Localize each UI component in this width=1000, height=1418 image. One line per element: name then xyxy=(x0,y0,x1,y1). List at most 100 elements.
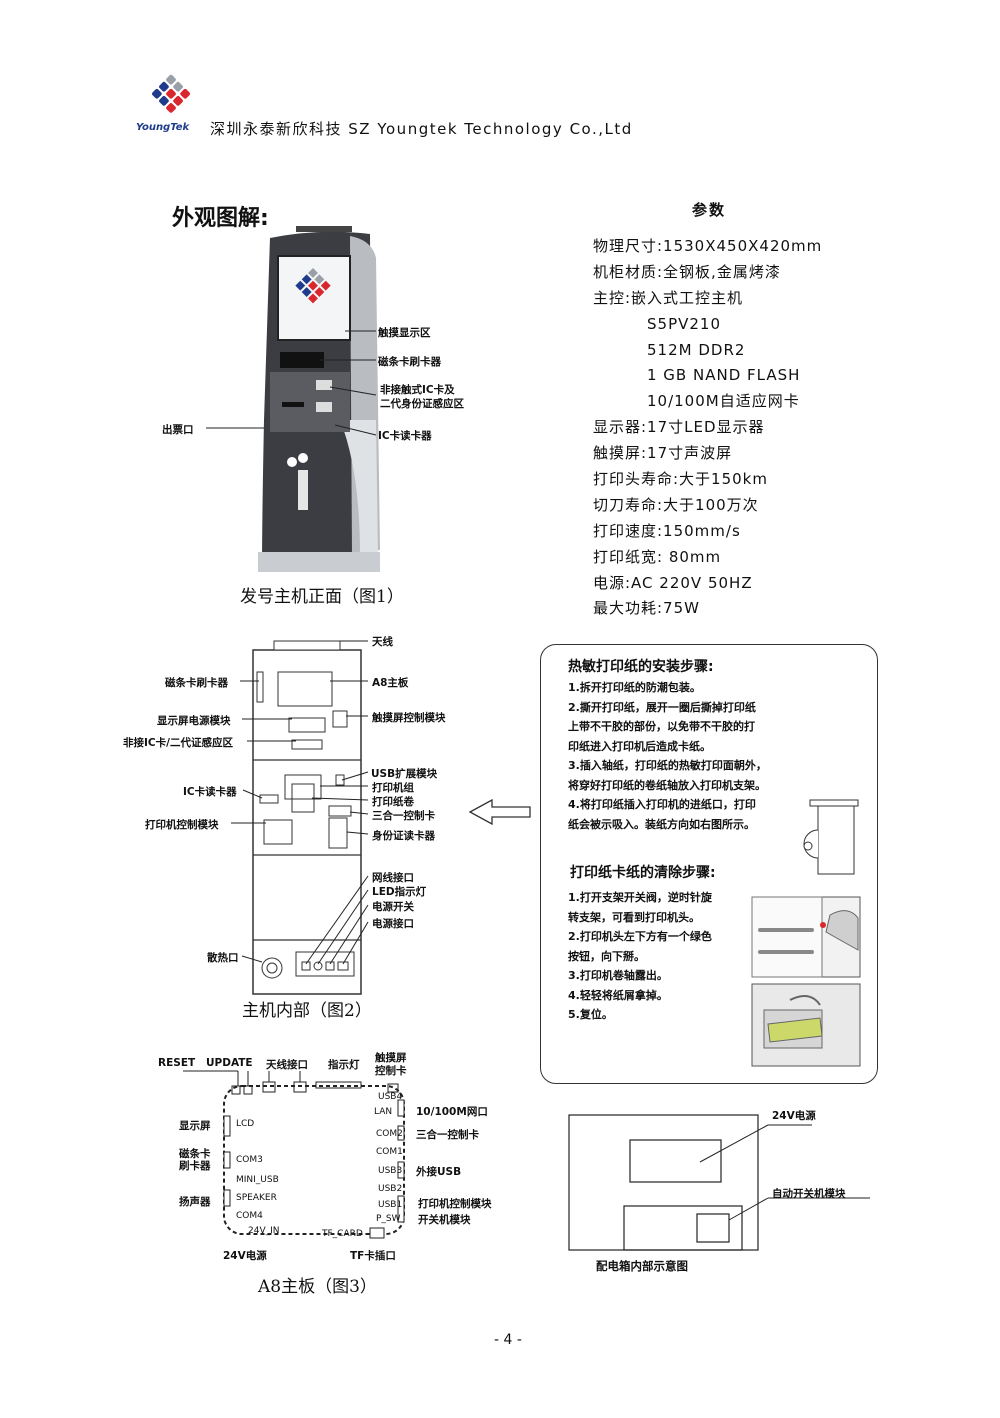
board-port-lcd: LCD xyxy=(236,1119,255,1129)
param-line: 1 GB NAND FLASH xyxy=(647,366,801,385)
install-steps: 1.拆开打印纸的防潮包装。 2.撕开打印纸，展开一圈后撕掉打印纸 上带不干胶的部… xyxy=(568,678,767,834)
param-line: 10/100M自适应网卡 xyxy=(647,392,800,411)
board-right-switch: 开关机模块 xyxy=(418,1214,471,1226)
board-right-3in1: 三合一控制卡 xyxy=(416,1129,479,1141)
board-right-lan: 10/100M网口 xyxy=(416,1106,488,1118)
board-label-touch-ctrl: 控制卡 xyxy=(375,1065,407,1077)
int-label-power-port: 电源接口 xyxy=(372,918,414,930)
jam-step: 2.打印机头左下方有一个绿色 xyxy=(568,930,712,943)
instructions-box xyxy=(540,644,878,1084)
param-line: S5PV210 xyxy=(647,314,722,333)
int-label-usb: USB扩展模块 xyxy=(371,768,438,780)
board-port-tfcard: TF_CARD xyxy=(322,1229,363,1239)
board-left-magnetic-1: 磁条卡 xyxy=(179,1148,211,1160)
int-label-a8: A8主板 xyxy=(372,677,409,689)
board-left-display: 显示屏 xyxy=(179,1120,211,1132)
board-port-psw: P_SW xyxy=(376,1214,401,1224)
int-label-3in1: 三合一控制卡 xyxy=(372,810,435,822)
jam-steps: 1.打开支架开关阀，逆时针旋 转支架，可看到打印机头。 2.打印机头左下方有一个… xyxy=(568,888,712,1025)
jam-step: 按钮，向下掰。 xyxy=(568,949,645,963)
appearance-title: 外观图解: xyxy=(172,206,269,231)
install-step: 印纸进入打印机后造成卡纸。 xyxy=(568,739,711,753)
fig3-caption: A8主板（图3） xyxy=(258,1277,377,1297)
board-port-com4: COM4 xyxy=(236,1211,263,1221)
callout-ic-card-1: 非接触式IC卡及 xyxy=(380,384,455,396)
install-step: 4.将打印纸插入打印机的进纸口，打印 xyxy=(568,798,756,811)
param-line: 打印速度:150mm/s xyxy=(593,521,741,540)
int-label-antenna: 天线 xyxy=(372,636,393,648)
int-label-display-power: 显示屏电源模块 xyxy=(157,715,231,727)
param-line: 512M DDR2 xyxy=(647,340,746,359)
board-right-tf: TF卡插口 xyxy=(350,1250,396,1262)
board-port-lan: LAN xyxy=(374,1107,393,1117)
install-title: 热敏打印纸的安装步骤: xyxy=(568,659,714,675)
power-label-auto-switch: 自动开关机模块 xyxy=(772,1188,846,1200)
callout-magnetic-card: 磁条卡刷卡器 xyxy=(378,356,441,368)
board-left-magnetic-2: 刷卡器 xyxy=(179,1160,211,1172)
param-line: 最大功耗:75W xyxy=(593,599,700,618)
param-line: 打印纸宽: 80mm xyxy=(593,547,722,566)
int-label-printer: 打印机组 xyxy=(372,782,414,794)
jam-step: 1.打开支架开关阀，逆时针旋 xyxy=(568,891,712,904)
board-label-touch: 触摸屏 xyxy=(375,1052,407,1064)
param-line: 触摸屏:17寸声波屏 xyxy=(593,444,733,463)
page-number: - 4 - xyxy=(494,1332,522,1348)
power-label-24v: 24V电源 xyxy=(772,1110,816,1122)
int-label-ic-id: 非接IC卡/二代证感应区 xyxy=(123,737,233,749)
board-right-usb: 外接USB xyxy=(416,1166,462,1178)
jam-step: 4.轻轻将纸屑拿掉。 xyxy=(568,988,668,1002)
int-label-touch-ctrl: 触摸屏控制模块 xyxy=(372,712,446,724)
board-label-indicator: 指示灯 xyxy=(328,1059,360,1071)
board-left-speaker: 扬声器 xyxy=(179,1196,211,1208)
board-label-antenna: 天线接口 xyxy=(266,1059,308,1071)
param-line: 物理尺寸:1530X450X420mm xyxy=(593,237,823,255)
int-label-printer-ctrl: 打印机控制模块 xyxy=(145,819,219,831)
params-list: 物理尺寸:1530X450X420mm 机柜材质:全钢板,金属烤漆 主控:嵌入式… xyxy=(593,234,953,622)
int-label-magnetic: 磁条卡刷卡器 xyxy=(165,677,228,689)
board-port-speaker: SPEAKER xyxy=(236,1193,277,1203)
int-label-power-switch: 电源开关 xyxy=(372,901,414,913)
logo-wordmark: YoungTek xyxy=(136,122,190,133)
jam-step: 转支架，可看到打印机头。 xyxy=(568,910,700,924)
param-line: 机柜材质:全钢板,金属烤漆 xyxy=(593,262,781,281)
board-port-com3: COM3 xyxy=(236,1155,263,1165)
param-line: 切刀寿命:大于100万次 xyxy=(593,495,759,514)
param-line: 主控:嵌入式工控主机 xyxy=(593,288,744,307)
int-label-ic-reader: IC卡读卡器 xyxy=(183,786,237,798)
jam-title: 打印纸卡纸的清除步骤: xyxy=(570,865,716,881)
callout-ticket-outlet: 出票口 xyxy=(162,424,194,436)
board-port-usb1: USB1 xyxy=(378,1200,403,1210)
callout-ic-card-2: 二代身份证感应区 xyxy=(380,398,464,410)
int-label-lan: 网线接口 xyxy=(372,872,414,884)
callout-touch-display: 触摸显示区 xyxy=(378,327,431,339)
install-step: 3.插入轴纸，打印纸的热敏打印面朝外， xyxy=(568,759,767,772)
param-line: 电源:AC 220V 50HZ xyxy=(593,573,753,592)
board-port-usb3: USB3 xyxy=(378,1166,403,1176)
install-step: 2.撕开打印纸，展开一圈后撕掉打印纸 xyxy=(568,700,756,714)
board-port-com2: COM2 xyxy=(376,1129,403,1139)
int-label-vent: 散热口 xyxy=(207,952,239,964)
board-port-usb2: USB2 xyxy=(378,1184,403,1194)
install-step: 将穿好打印纸的卷纸轴放入打印机支架。 xyxy=(568,778,766,792)
jam-step: 3.打印机卷轴露出。 xyxy=(568,969,668,982)
install-step: 上带不干胶的部份，以免带不干胶的打 xyxy=(568,720,755,733)
board-port-miniusb: MINI_USB xyxy=(236,1175,279,1185)
board-right-printer: 打印机控制模块 xyxy=(418,1198,492,1210)
board-label-reset: RESET xyxy=(158,1057,196,1069)
power-box-caption: 配电箱内部示意图 xyxy=(596,1259,688,1273)
jam-step: 5.复位。 xyxy=(568,1008,613,1021)
fig1-caption: 发号主机正面（图1） xyxy=(240,587,404,607)
callout-ic-reader: IC卡读卡器 xyxy=(378,430,432,442)
company-name: 深圳永泰新欣科技 SZ Youngtek Technology Co.,Ltd xyxy=(210,120,633,138)
install-step: 纸会被示吸入。装纸方向如右图所示。 xyxy=(568,817,755,831)
board-port-com1: COM1 xyxy=(376,1147,403,1157)
board-label-update: UPDATE xyxy=(206,1057,253,1069)
param-line: 显示器:17寸LED显示器 xyxy=(593,418,765,437)
params-title: 参数 xyxy=(692,201,727,219)
fig2-caption: 主机内部（图2） xyxy=(242,1001,372,1021)
company-logo xyxy=(136,70,206,120)
board-left-24v: 24V电源 xyxy=(223,1250,267,1262)
int-label-id-reader: 身份证读卡器 xyxy=(372,830,435,842)
board-port-24vin: 24V_IN xyxy=(248,1226,280,1236)
